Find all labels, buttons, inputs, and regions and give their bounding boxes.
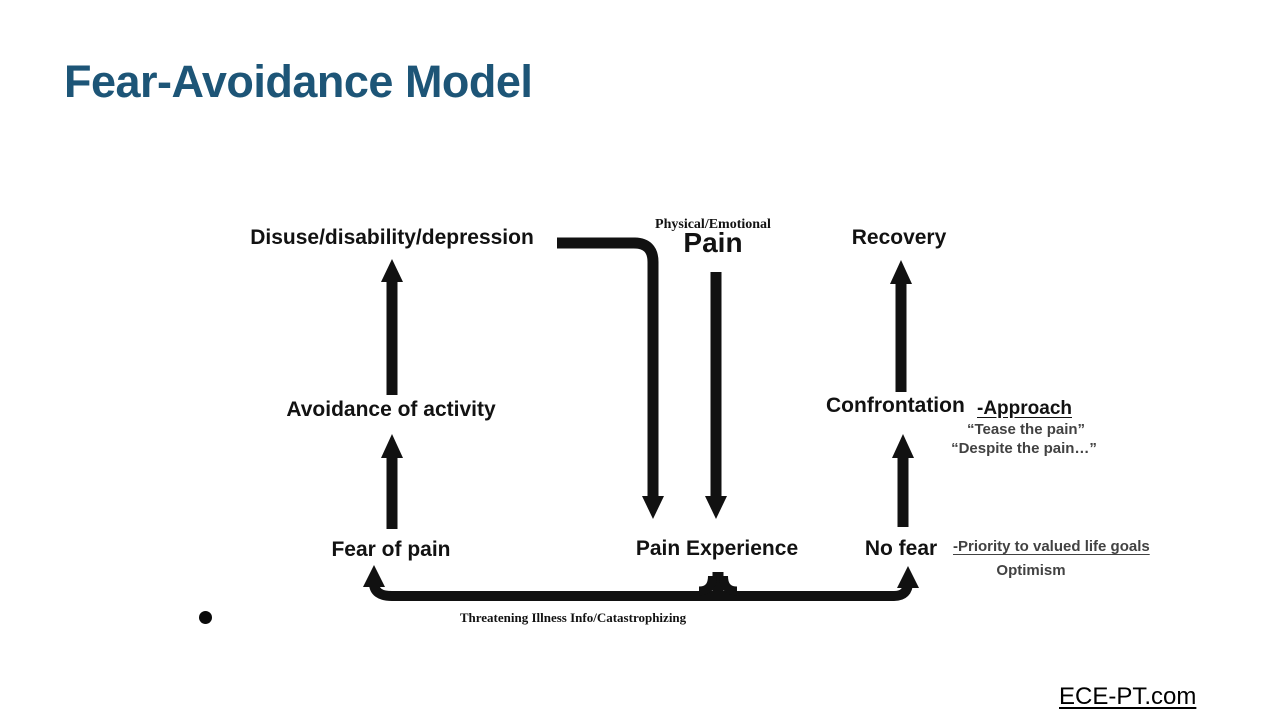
arrow-pain-to-pain-experience — [705, 272, 727, 519]
page-title: Fear-Avoidance Model — [64, 56, 533, 107]
arrow-bottom-feedback — [363, 565, 919, 601]
annotation-tease-the-pain: “Tease the pain” — [966, 421, 1086, 438]
annotation-priority-valued-life-goals: -Priority to valued life goals — [953, 538, 1150, 555]
arrow-avoidance-to-disuse — [381, 259, 403, 395]
node-confrontation: Confrontation — [826, 394, 965, 417]
node-pain-experience: Pain Experience — [635, 537, 799, 560]
node-recovery: Recovery — [851, 226, 947, 249]
arrow-confrontation-to-recovery — [890, 260, 912, 392]
annotation-threatening-illness-info: Threatening Illness Info/Catastrophizing — [459, 610, 687, 625]
annotation-despite-the-pain: “Despite the pain…” — [951, 440, 1097, 457]
annotation-optimism: Optimism — [996, 562, 1066, 579]
node-no-fear: No fear — [864, 537, 938, 560]
node-physical-emotional-label: Physical/Emotional — [655, 217, 771, 232]
arrow-no-fear-to-confrontation — [892, 434, 914, 527]
arrow-fear-to-avoidance — [381, 434, 403, 529]
bullet-point-dot — [199, 611, 212, 624]
node-pain: Pain — [683, 227, 743, 258]
ece-pt-link[interactable]: ECE-PT.com — [1059, 683, 1197, 710]
node-disuse-disability-depression: Disuse/disability/depression — [250, 226, 534, 249]
node-avoidance-of-activity: Avoidance of activity — [286, 398, 496, 421]
node-fear-of-pain: Fear of pain — [331, 538, 451, 561]
annotation-approach: -Approach — [977, 398, 1072, 419]
arrow-disuse-to-pain-experience — [557, 237, 664, 519]
